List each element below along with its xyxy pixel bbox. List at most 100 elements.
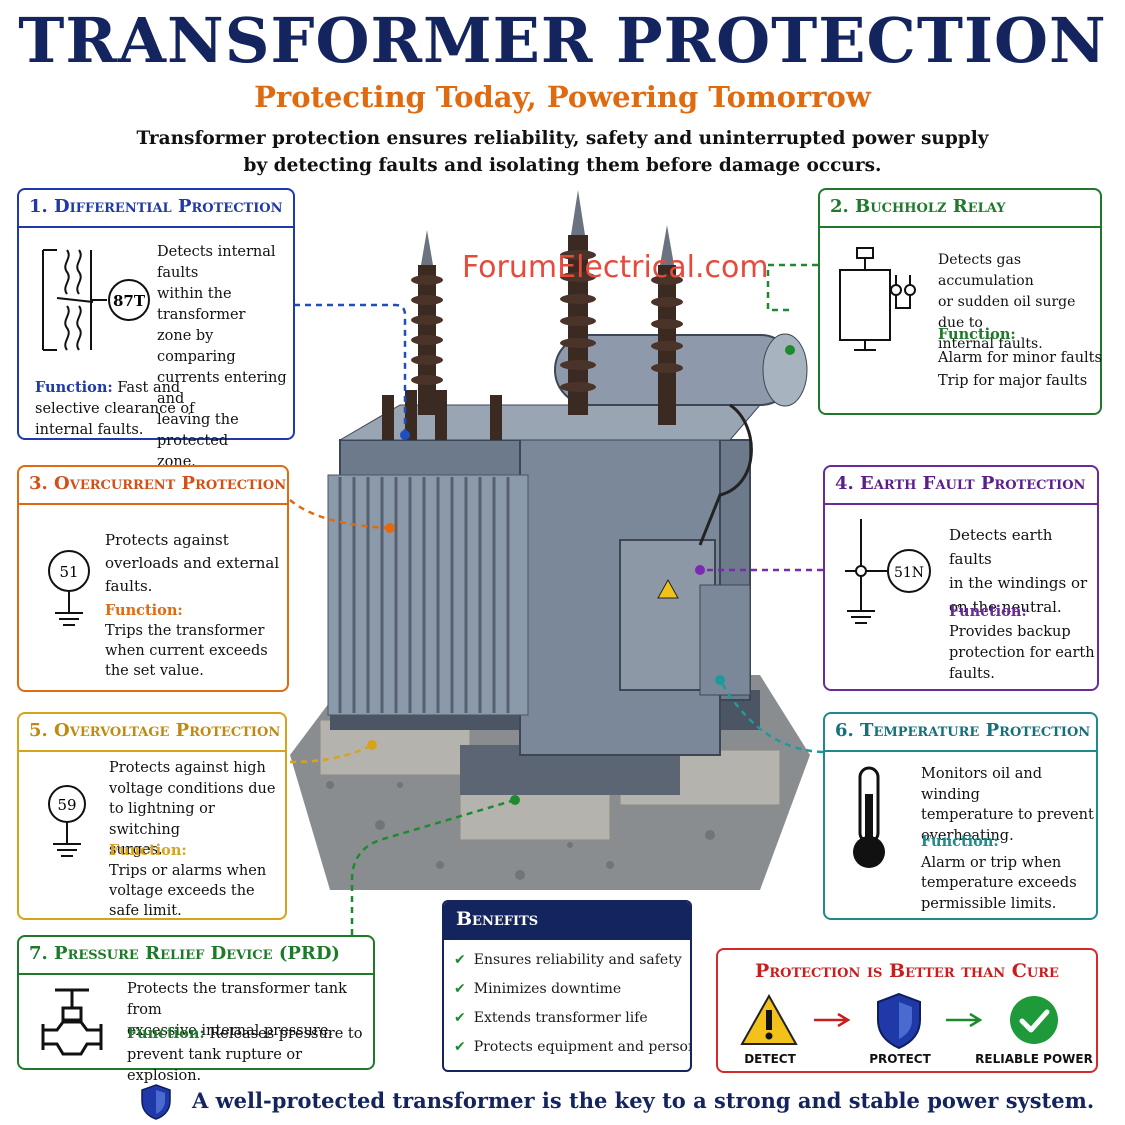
- page-title: TRANSFORMER PROTECTION: [18, 4, 1107, 77]
- connector-overvoltage: [289, 743, 373, 764]
- connector-overcurrent: [289, 499, 391, 530]
- differential-symbol-icon: 87T: [42, 249, 150, 351]
- relay-code: 51: [59, 563, 78, 581]
- desc-line: Detects internal faults: [157, 244, 276, 281]
- desc-line: or sudden oil surge due to: [938, 294, 1076, 331]
- function-label: Function:: [127, 1025, 205, 1042]
- step-label-detect: DETECT: [744, 1052, 796, 1066]
- function-label: Function:: [938, 326, 1016, 343]
- heading-divider: [19, 750, 285, 752]
- heading-divider: [19, 503, 287, 505]
- desc-line: Protects against: [105, 531, 229, 549]
- connector-dot: [695, 565, 705, 575]
- card-description: Protects the transformer tank from exces…: [127, 979, 373, 1042]
- desc-line: Detects gas accumulation: [938, 252, 1034, 289]
- list-item: ✔ Minimizes downtime: [454, 975, 682, 1004]
- relay-code: 59: [57, 796, 76, 814]
- function-line: Provides backup: [949, 624, 1071, 640]
- heading-divider: [825, 503, 1097, 505]
- connector-dot: [400, 430, 410, 440]
- heading-divider: [825, 750, 1096, 752]
- control-cabinet: [619, 539, 716, 691]
- connector-dot: [510, 795, 520, 805]
- card-description: Monitors oil and winding temperature to …: [921, 764, 1097, 846]
- cabinet-panel: [699, 584, 751, 696]
- arrow-right-icon: [814, 1012, 851, 1028]
- function-line: selective clearance of: [35, 401, 195, 417]
- buchholz-relay-icon: [839, 247, 916, 351]
- card-function: Function: Alarm or trip when temperature…: [921, 832, 1097, 914]
- desc-line: to lightning or switching: [109, 801, 215, 838]
- relay-code: 51N: [894, 565, 924, 581]
- card-description: Detects gas accumulation or sudden oil s…: [938, 250, 1102, 355]
- benefit-text: Extends transformer life: [473, 1010, 648, 1026]
- list-item: ✔Extends transformer life: [454, 1004, 682, 1033]
- function-line: Fast and: [117, 380, 181, 396]
- function-label: Function:: [949, 603, 1027, 620]
- connection-pipe: [698, 403, 753, 546]
- list-item: ✔ Protects equipment and personnel: [454, 1033, 690, 1062]
- card-heading: 1. Differential Protection: [29, 196, 283, 217]
- page-subtitle: Protecting Today, Powering Tomorrow: [254, 80, 871, 114]
- benefit-text: Minimizes downtime: [473, 981, 622, 997]
- function-line: voltage exceeds the: [109, 883, 255, 899]
- card-description: Protects against overloads and external …: [105, 529, 285, 598]
- intro-line: Transformer protection ensures reliabili…: [136, 128, 989, 149]
- function-line: Alarm or trip when: [921, 854, 1062, 871]
- warning-triangle-icon: [740, 994, 798, 1045]
- function-line: when current exceeds: [105, 643, 268, 659]
- card-heading: Protection is Better than Cure: [755, 960, 1059, 982]
- hv-bushing: [411, 230, 443, 415]
- card-function: Function: Releases pressure to prevent t…: [127, 1023, 373, 1087]
- desc-line: temperature to prevent: [921, 807, 1094, 823]
- desc-line: leaving the protected: [157, 412, 239, 449]
- function-line: Alarm for minor faults: [938, 350, 1102, 366]
- shield-icon: [877, 992, 921, 1050]
- desc-line: overheating.: [921, 827, 1014, 844]
- earth-fault-protection-card: 4. Earth Fault Protection 51N Detects ea…: [823, 465, 1099, 691]
- checkmark-icon: ✔: [454, 1039, 466, 1055]
- thermometer-icon: [853, 766, 885, 868]
- benefits-card: Benefits ✔Ensures reliability and safety…: [442, 900, 692, 1072]
- step-label-protect: PROTECT: [869, 1052, 931, 1066]
- overvoltage-protection-card: 5. Overvoltage Protection 59 Protects ag…: [17, 712, 287, 920]
- desc-line: overloads and external: [105, 554, 280, 572]
- checkmark-icon: ✔: [454, 981, 466, 997]
- desc-line: internal faults.: [938, 336, 1043, 352]
- function-line: safe limit.: [109, 903, 182, 919]
- benefit-text: Protects equipment and personnel: [473, 1039, 690, 1055]
- desc-line: voltage conditions due: [109, 780, 276, 797]
- connector-differential: [294, 303, 407, 435]
- function-line: temperature exceeds: [921, 875, 1077, 891]
- desc-line: Protects the transformer tank from: [127, 981, 347, 1018]
- benefits-heading: Benefits: [444, 902, 690, 940]
- function-label: Function:: [921, 833, 999, 850]
- desc-line: Protects against high: [109, 760, 266, 776]
- function-line: Trips the transformer: [105, 623, 265, 639]
- desc-line: zone by comparing: [157, 328, 236, 365]
- checkmark-icon: ✔: [454, 952, 466, 968]
- overcurrent-relay-icon: 51: [48, 550, 90, 626]
- card-heading: 3. Overcurrent Protection: [29, 473, 287, 494]
- shield-icon: [141, 1084, 171, 1120]
- function-line: prevent tank rupture or explosion.: [127, 1047, 303, 1084]
- function-line: permissible limits.: [921, 895, 1057, 912]
- buchholz-relay-card: 2. Buchholz Relay Detects gas accumulati…: [818, 188, 1102, 415]
- pressure-relief-device-card: 7. Pressure Relief Device (PRD) Protects…: [17, 935, 375, 1084]
- temperature-protection-card: 6. Temperature Protection Monitors oil a…: [823, 712, 1098, 920]
- function-label: Function:: [35, 379, 113, 396]
- relay-code: 87T: [113, 292, 146, 310]
- heading-divider: [19, 226, 293, 228]
- intro-text: Transformer protection ensures reliabili…: [100, 125, 1025, 179]
- overvoltage-relay-icon: 59: [48, 785, 86, 857]
- card-heading: 5. Overvoltage Protection: [29, 720, 281, 741]
- function-line: the set value.: [105, 663, 204, 679]
- overcurrent-protection-card: 3. Overcurrent Protection 51 Protects ag…: [17, 465, 289, 692]
- transformer-illustration: [290, 190, 810, 890]
- desc-line: currents entering and: [157, 370, 287, 407]
- function-line: Releases pressure to: [209, 1026, 363, 1042]
- hv-bushing: [560, 190, 596, 415]
- hv-bushing: [651, 225, 683, 425]
- function-line: Trip for major faults: [938, 373, 1088, 389]
- function-label: Function:: [105, 602, 183, 619]
